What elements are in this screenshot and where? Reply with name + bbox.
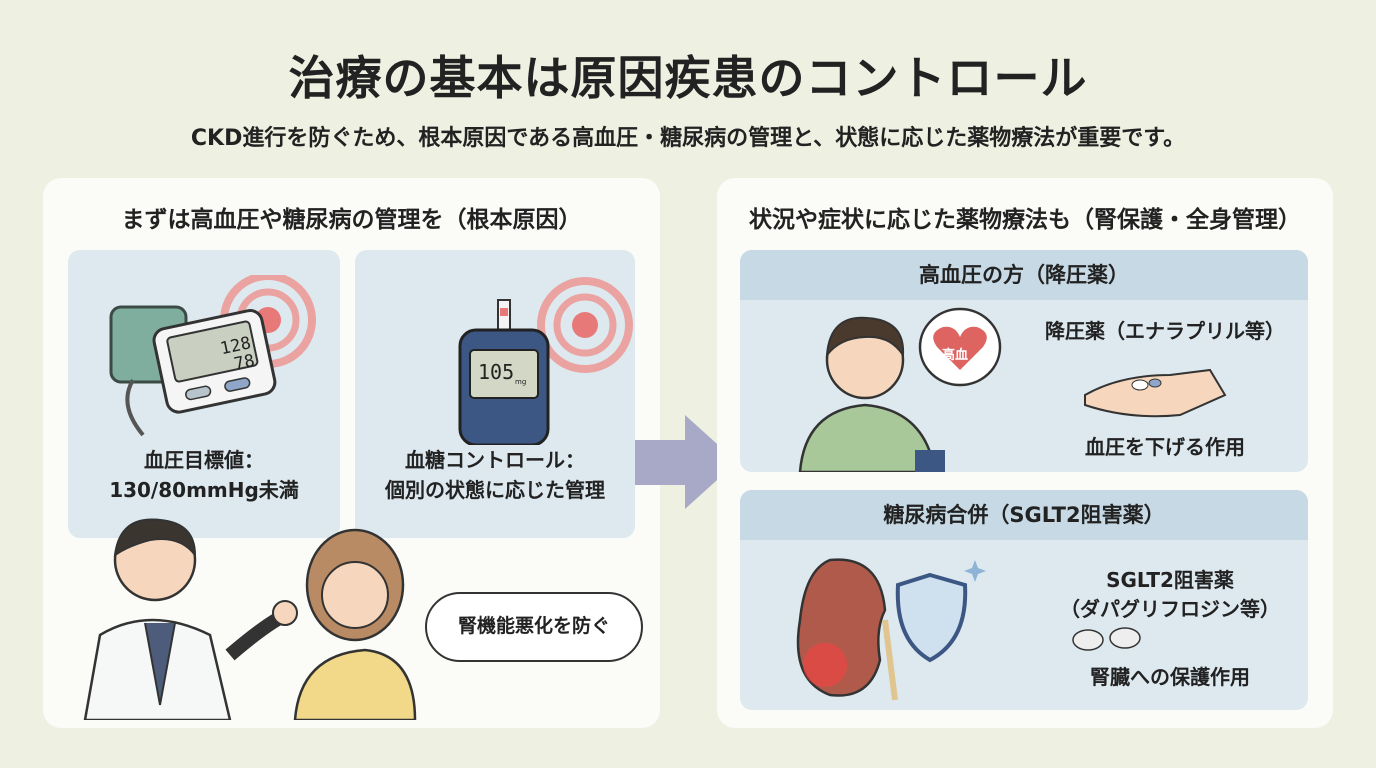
kidney-shield-icon	[796, 558, 986, 701]
left-heading: まずは高血圧や糖尿病の管理を（根本原因）	[121, 207, 582, 233]
bp-target-value: 130/80mmHg未満	[109, 478, 299, 502]
bp-target-label: 血圧目標値：	[144, 448, 264, 472]
right-heading: 状況や症状に応じた薬物療法も（腎保護・全身管理）	[749, 207, 1301, 233]
page-title: 治療の基本は原因疾患のコントロール	[288, 51, 1088, 105]
sglt2-drug: SGLT2阻害薬	[1106, 568, 1234, 592]
antihypertensive-effect: 血圧を下げる作用	[1085, 435, 1245, 459]
diabetes-section: 糖尿病合併（SGLT2阻害薬） SGLT2阻害薬 （ダパグリフロジン等） 腎臓へ…	[740, 490, 1308, 710]
glucose-readout: 105	[478, 360, 515, 384]
hypertension-header: 高血圧の方（降圧薬）	[740, 250, 1308, 300]
patient-illustration	[798, 316, 945, 472]
heart-label: 高血	[942, 348, 969, 363]
diabetes-header: 糖尿病合併（SGLT2阻害薬）	[740, 490, 1308, 540]
hand-with-pills-icon	[1084, 368, 1227, 418]
page-subtitle: CKD進行を防ぐため、根本原因である高血圧・糖尿病の管理と、状態に応じた薬物療法…	[190, 126, 1186, 151]
antihypertensive-drug: 降圧薬（エナラプリル等）	[1045, 319, 1285, 343]
blood-pressure-card: 128 78 血圧目標値： 130/80mmHg未満	[68, 250, 340, 538]
right-arrow-icon	[635, 415, 737, 509]
glucose-meter-icon	[458, 277, 633, 445]
glucose-unit: mg	[515, 378, 527, 386]
doctor-patient-illustration	[83, 518, 417, 720]
sglt2-drug-example: （ダパグリフロジン等）	[1060, 597, 1280, 621]
tablets-icon	[1072, 627, 1141, 651]
sglt2-effect: 腎臓への保護作用	[1090, 665, 1250, 689]
glucose-card: 105 mg 血糖コントロール： 個別の状態に応じた管理	[355, 250, 635, 538]
heart-speech-bubble	[918, 307, 1002, 387]
glucose-control-label: 血糖コントロール：	[405, 448, 585, 472]
blood-pressure-monitor-icon	[109, 275, 316, 437]
hypertension-section: 高血圧の方（降圧薬） 高血 降圧薬（エナラプリル等） 血圧を下げる作用	[740, 250, 1308, 472]
glucose-control-value: 個別の状態に応じた管理	[385, 478, 605, 502]
speech-bubble-prevent-decline: 腎機能悪化を防ぐ	[425, 592, 643, 662]
